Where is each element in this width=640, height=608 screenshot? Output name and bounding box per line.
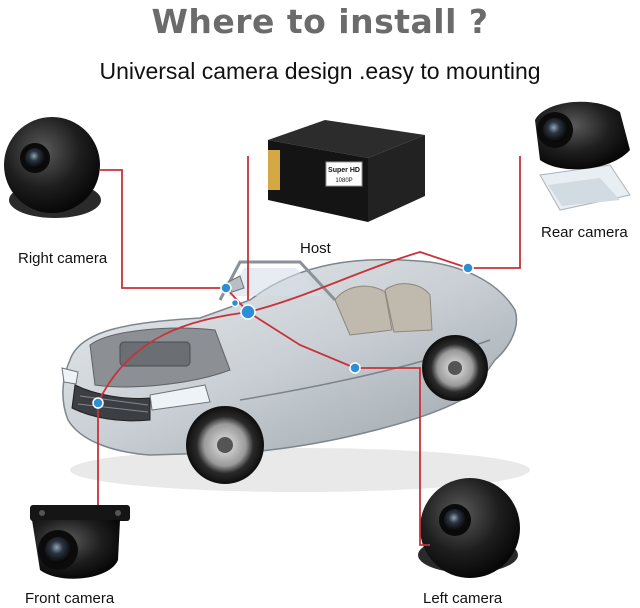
marker-host (240, 304, 256, 320)
marker-front-camera (92, 397, 104, 409)
front-camera-label: Front camera (25, 590, 115, 607)
host-box-resolution: 1080P (335, 178, 352, 184)
right-camera (4, 117, 101, 218)
left-camera (418, 478, 520, 578)
car-illustration (61, 258, 530, 492)
page-subtitle: Universal camera design .easy to mountin… (99, 58, 541, 84)
front-camera (30, 505, 130, 579)
host-label: Host (300, 240, 331, 257)
marker-rear-camera (462, 262, 474, 274)
marker-left-camera (349, 362, 361, 374)
right-camera-wire (100, 169, 226, 289)
harness-front (97, 311, 249, 404)
wiring (97, 156, 521, 546)
left-camera-wire (355, 367, 430, 546)
rear-camera-wire (468, 156, 521, 269)
marker-right-camera (220, 282, 232, 294)
rear-camera (535, 101, 631, 211)
markers (92, 262, 474, 409)
page-title: Where to install ? (151, 2, 489, 41)
left-camera-label: Left camera (423, 590, 503, 607)
rear-camera-label: Rear camera (541, 224, 628, 241)
host-box-brand: Super HD (328, 167, 360, 174)
harness-rear (247, 251, 469, 313)
right-camera-label: Right camera (18, 250, 108, 267)
marker-mirror (230, 298, 240, 308)
host-unit: Super HD 1080P (268, 120, 425, 222)
